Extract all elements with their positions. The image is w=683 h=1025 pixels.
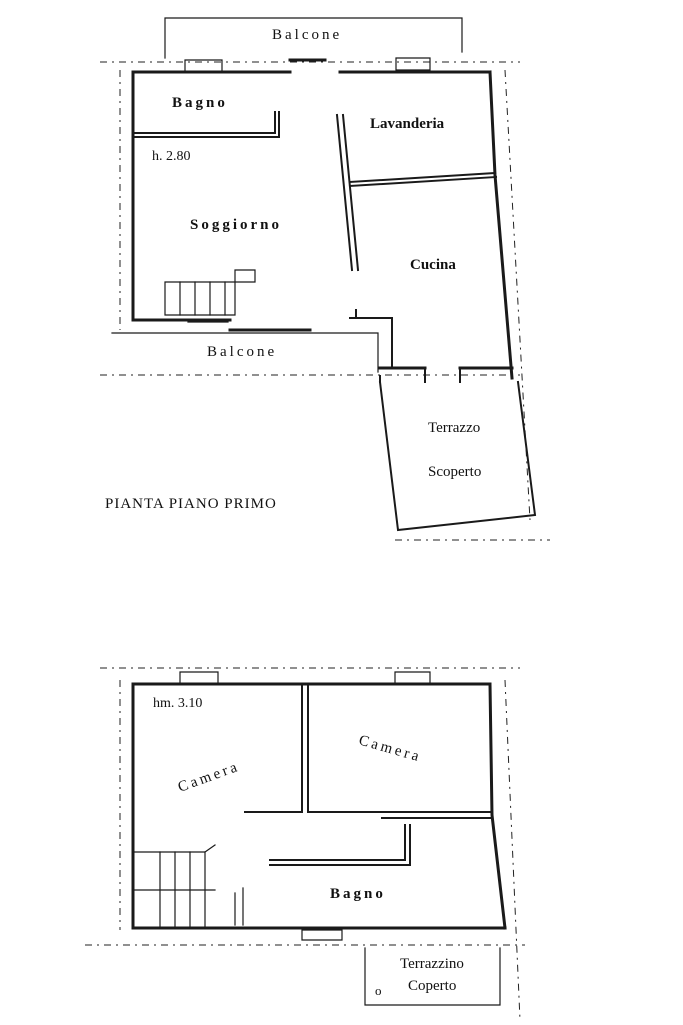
balcone-bottom-outline	[111, 332, 379, 373]
second-floor-plan	[85, 667, 525, 1021]
room-label-cucina: Cucina	[410, 257, 456, 273]
plan-title-first-floor: PIANTA PIANO PRIMO	[105, 496, 277, 512]
boundary-line	[504, 679, 521, 1021]
exterior-wall	[488, 70, 514, 380]
interior-wall	[349, 309, 393, 369]
window	[301, 929, 343, 941]
partition-wall	[301, 683, 309, 813]
height-note-first-floor: h. 2.80	[152, 149, 191, 164]
terrazzino-mark: o	[375, 983, 382, 998]
room-label-terrazzo: Terrazzo	[428, 420, 480, 436]
terrazzo-outline	[378, 380, 537, 532]
exterior-wall	[131, 58, 492, 74]
room-label-bagno-second: Bagno	[330, 886, 386, 902]
room-label-lavanderia: Lavanderia	[370, 116, 445, 132]
room-label-terrazzino: Terrazzino	[400, 956, 464, 972]
room-label-scoperto: Scoperto	[428, 464, 481, 480]
partition-wall	[269, 824, 411, 866]
window	[394, 671, 431, 685]
partition-wall	[348, 171, 498, 188]
room-label-balcone-top: Balcone	[272, 27, 342, 43]
staircase	[132, 844, 244, 929]
partition-wall	[335, 113, 360, 272]
balcone-top-outline	[164, 17, 463, 59]
window	[395, 57, 431, 71]
window	[179, 671, 219, 685]
first-floor-plan	[100, 17, 550, 541]
room-label-camera-right: Camera	[357, 732, 424, 765]
partition-wall	[132, 111, 280, 138]
exterior-wall	[131, 318, 312, 332]
room-label-coperto: Coperto	[408, 978, 456, 994]
exterior-wall	[488, 682, 507, 930]
staircase	[164, 269, 256, 323]
room-label-balcone-bottom: Balcone	[207, 344, 277, 360]
room-label-bagno: Bagno	[172, 95, 228, 111]
room-label-soggiorno: Soggiorno	[190, 217, 282, 233]
terrazzino-outline	[364, 947, 501, 1006]
height-note-second-floor: hm. 3.10	[153, 696, 202, 711]
room-label-camera-left: Camera	[176, 759, 242, 796]
